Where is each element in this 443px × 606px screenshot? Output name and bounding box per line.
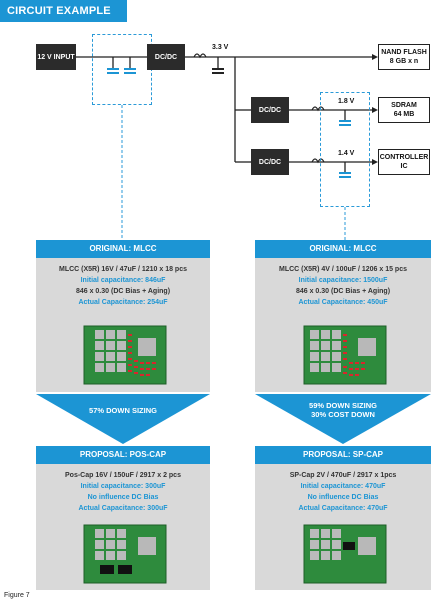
dcdc-sdram-block: DC/DC bbox=[251, 97, 289, 123]
left-arrow-label: 57% DOWN SIZING bbox=[89, 406, 157, 415]
left-proposal-spec: Pos-Cap 16V / 150uF / 2917 x 2 pcs bbox=[65, 472, 181, 479]
right-original-calc: 846 x 0.30 (DC Bias + Aging) bbox=[295, 288, 391, 295]
input-12v-block: 12 V INPUT bbox=[36, 44, 76, 70]
left-original-actual: Actual Capacitance: 254uF bbox=[78, 299, 168, 306]
right-arrow-label-2: 30% COST DOWN bbox=[311, 410, 375, 419]
controller-ic-box: CONTROLLER IC bbox=[378, 149, 430, 175]
right-arrow-label-1: 59% DOWN SIZING bbox=[309, 401, 377, 410]
output-capacitor-region bbox=[320, 92, 370, 207]
sdram-size: 64 MB bbox=[393, 111, 415, 118]
right-original-spec: MLCC (X5R) 4V / 100uF / 1206 x 15 pcs bbox=[279, 266, 407, 273]
right-proposal-initial: Initial capacitance: 470uF bbox=[300, 483, 386, 490]
right-proposal-panel: SP-Cap 2V / 470uF / 2917 x 1pcs Initial … bbox=[255, 464, 431, 590]
nand-flash-size: 8 GB x n bbox=[389, 58, 419, 65]
right-downsizing-arrow bbox=[255, 394, 431, 444]
left-original-spec: MLCC (X5R) 16V / 47uF / 1210 x 18 pcs bbox=[59, 266, 187, 273]
right-proposal-header: PROPOSAL: SP-CAP bbox=[255, 446, 431, 464]
right-proposal-spec: SP-Cap 2V / 470uF / 2917 x 1pcs bbox=[289, 472, 397, 479]
left-original-panel: MLCC (X5R) 16V / 47uF / 1210 x 18 pcs In… bbox=[36, 258, 210, 392]
controller-ic: IC bbox=[400, 163, 408, 170]
left-original-initial: Initial capacitance: 846uF bbox=[80, 277, 166, 284]
right-original-header: ORIGINAL: MLCC bbox=[255, 240, 431, 258]
voltage-3v3-label: 3.3 V bbox=[212, 44, 229, 51]
voltage-1v8-label: 1.8 V bbox=[338, 98, 355, 105]
right-proposal-nobias: No influence DC Bias bbox=[307, 494, 379, 501]
diagram-title: CIRCUIT EXAMPLE bbox=[0, 0, 127, 22]
controller-title: CONTROLLER bbox=[379, 154, 429, 161]
dcdc-controller-block: DC/DC bbox=[251, 149, 289, 175]
left-downsizing-arrow bbox=[36, 394, 210, 444]
left-proposal-nobias: No influence DC Bias bbox=[87, 494, 159, 501]
left-proposal-panel: Pos-Cap 16V / 150uF / 2917 x 2 pcs Initi… bbox=[36, 464, 210, 590]
right-original-panel: MLCC (X5R) 4V / 100uF / 1206 x 15 pcs In… bbox=[255, 258, 431, 392]
left-original-calc: 846 x 0.30 (DC Bias + Aging) bbox=[75, 288, 171, 295]
figure-caption: Figure 7 bbox=[4, 592, 30, 599]
dcdc-main-block: DC/DC bbox=[147, 44, 185, 70]
nand-flash-title: NAND FLASH bbox=[381, 49, 427, 56]
sdram-box: SDRAM 64 MB bbox=[378, 97, 430, 123]
right-proposal-actual: Actual Capacitance: 470uF bbox=[298, 505, 388, 512]
nand-flash-box: NAND FLASH 8 GB x n bbox=[378, 44, 430, 70]
left-proposal-initial: Initial capacitance: 300uF bbox=[80, 483, 166, 490]
sdram-title: SDRAM bbox=[391, 102, 417, 109]
left-proposal-header: PROPOSAL: POS-CAP bbox=[36, 446, 210, 464]
left-original-header: ORIGINAL: MLCC bbox=[36, 240, 210, 258]
right-original-actual: Actual Capacitance: 450uF bbox=[298, 299, 388, 306]
left-proposal-actual: Actual Capacitance: 300uF bbox=[78, 505, 168, 512]
voltage-1v4-label: 1.4 V bbox=[338, 150, 355, 157]
right-original-initial: Initial capacitance: 1500uF bbox=[298, 277, 388, 284]
input-capacitor-region bbox=[92, 34, 152, 105]
